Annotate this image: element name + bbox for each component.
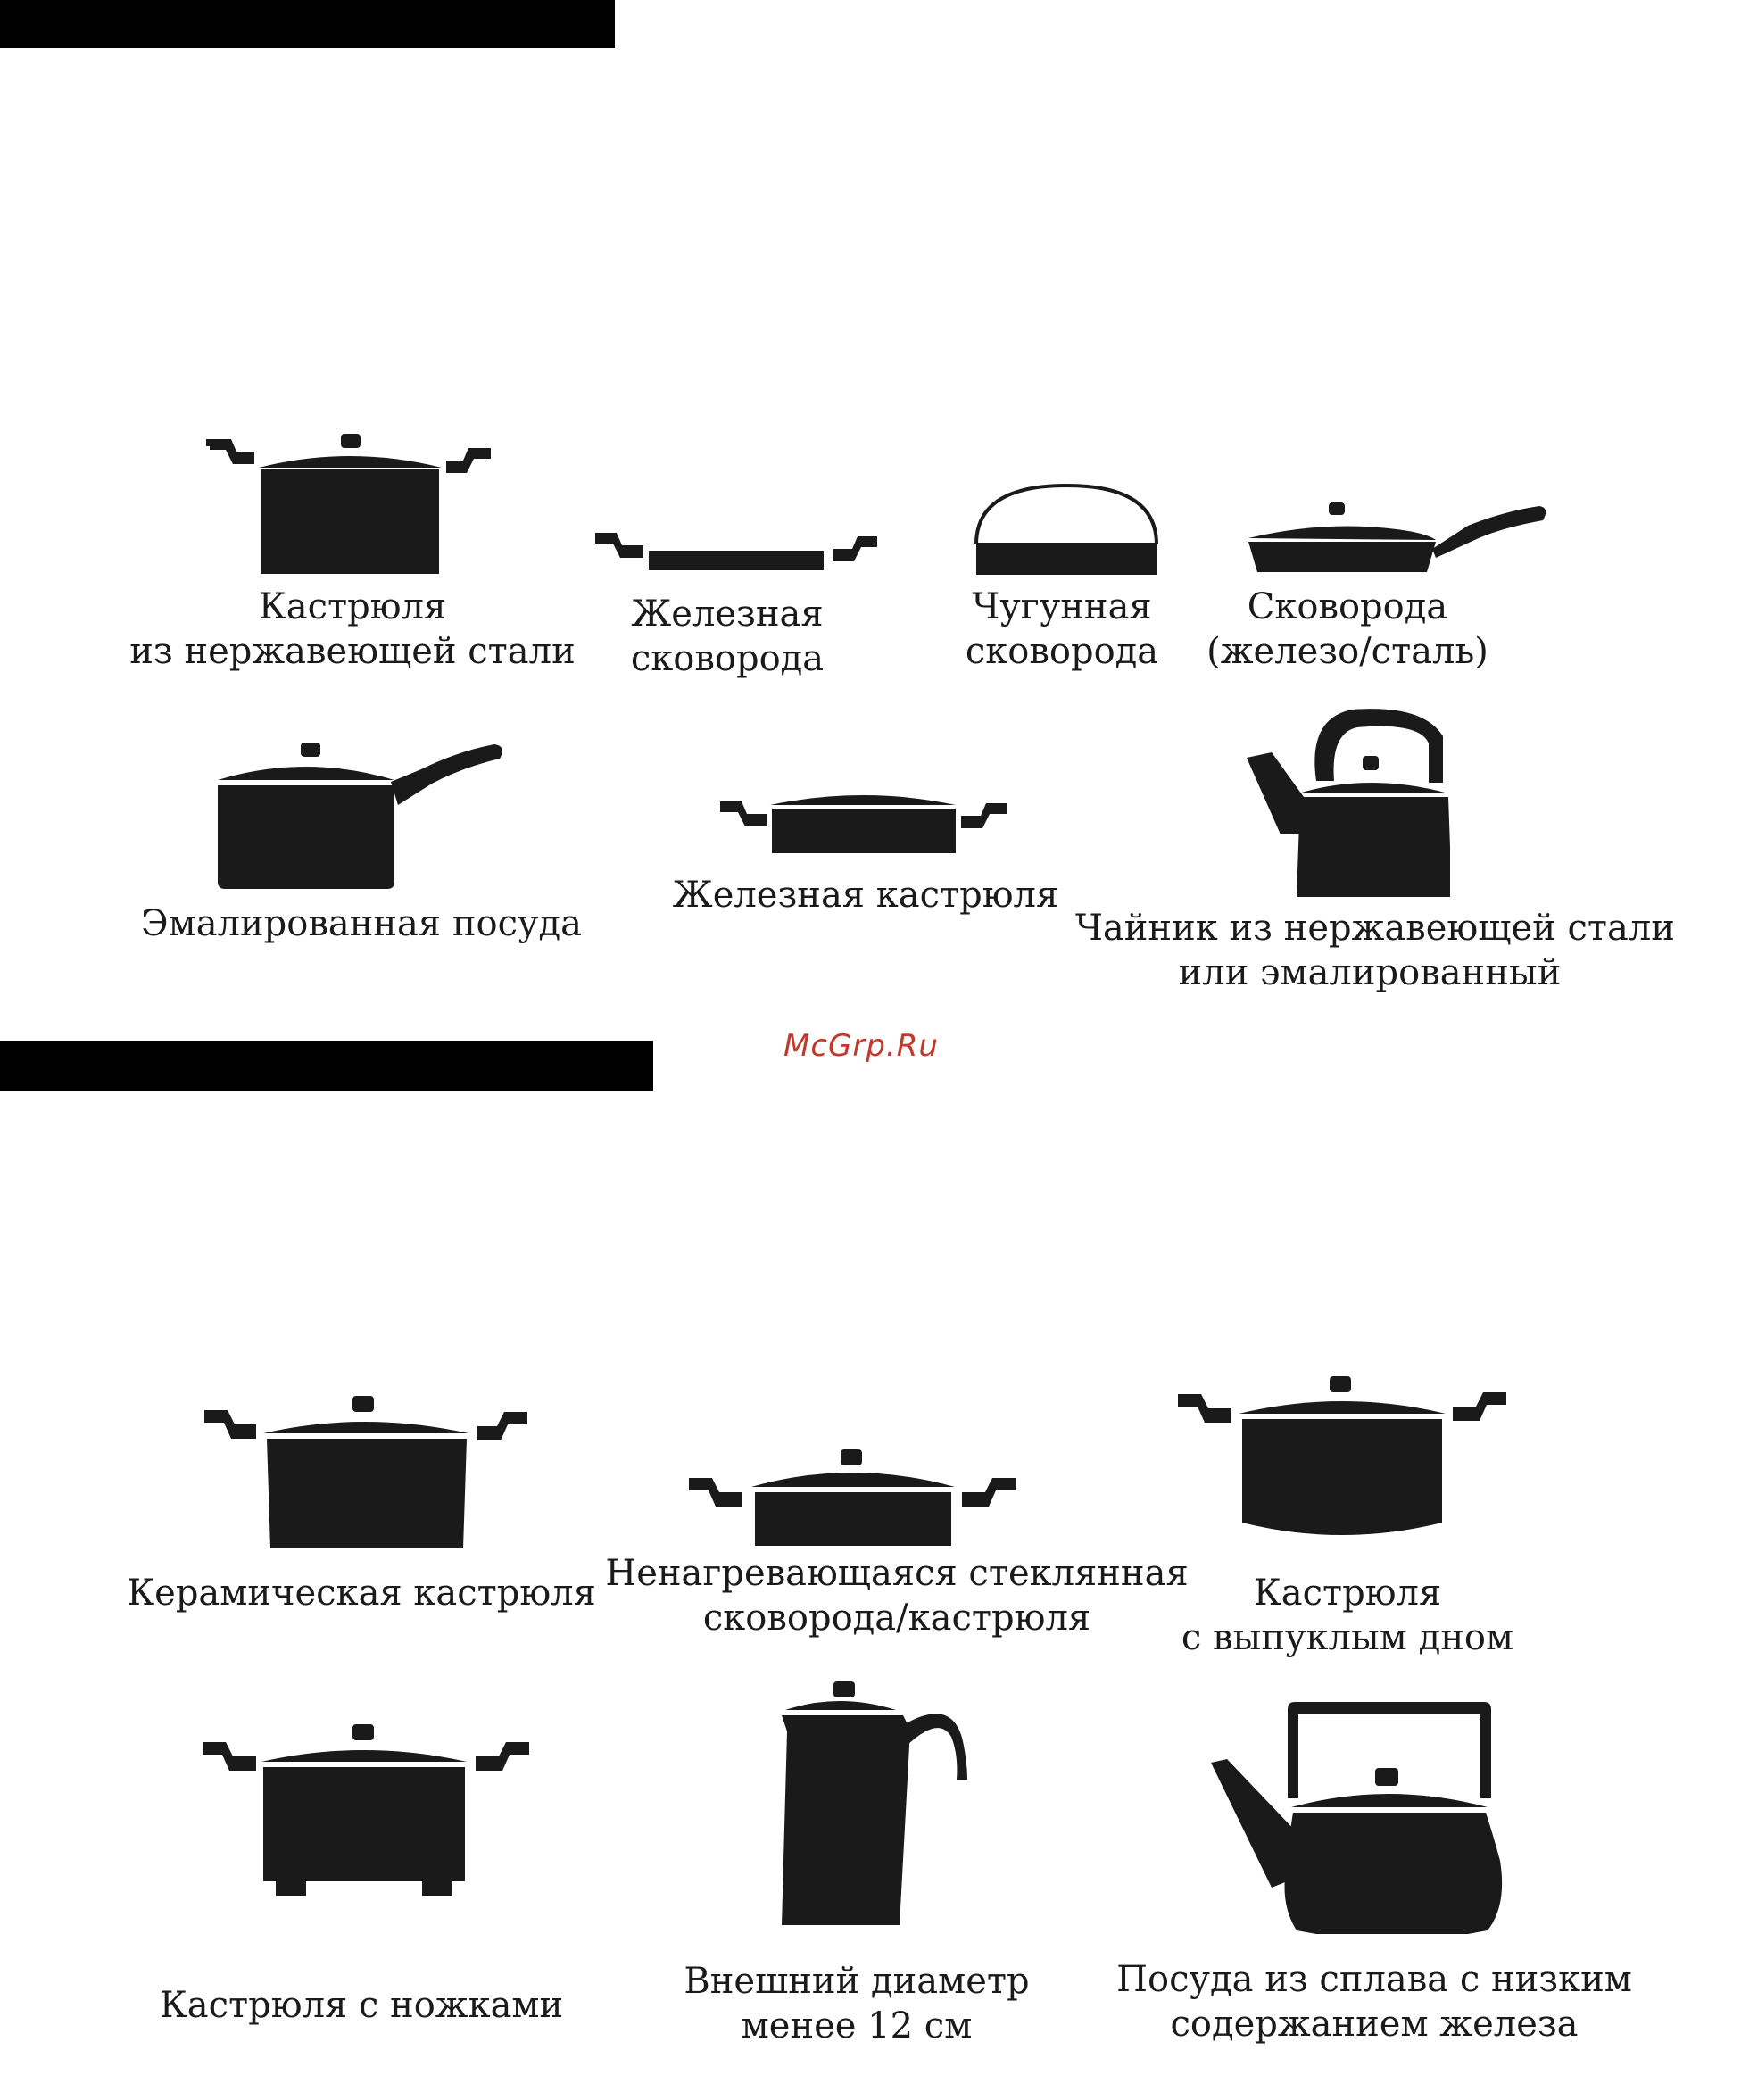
saucepan-icon [216, 737, 502, 889]
label-ceramic-pot: Керамическая кастрюля [127, 1573, 596, 1614]
label-iron-pot: Железная кастрюля [672, 875, 1059, 916]
section-header-bar-unsuitable [0, 1041, 653, 1091]
section-header-bar-suitable [0, 0, 615, 48]
alloy-kettle-icon [1209, 1700, 1504, 1937]
cast-iron-pan-icon [973, 482, 1160, 576]
kettle-icon [1245, 701, 1450, 897]
coffee-pot-icon [776, 1680, 973, 1925]
watermark: McGrp.Ru [783, 1028, 939, 1064]
label-legged-pot: Кастрюля с ножками [159, 1985, 564, 2026]
iron-pan-icon [593, 531, 879, 576]
shallow-pot-icon [718, 789, 1008, 853]
label-enamel-cookware: Эмалированная посуда [141, 903, 582, 944]
frying-pan-icon [1245, 495, 1548, 576]
glass-pot-icon [687, 1446, 1017, 1546]
label-frying-pan-steel: Сковорода(железо/сталь) [1206, 586, 1488, 672]
legged-pot-icon [201, 1722, 531, 1897]
stockpot-icon [201, 427, 500, 574]
ceramic-pot-icon [201, 1392, 531, 1548]
convex-bottom-pot-icon [1176, 1373, 1508, 1544]
